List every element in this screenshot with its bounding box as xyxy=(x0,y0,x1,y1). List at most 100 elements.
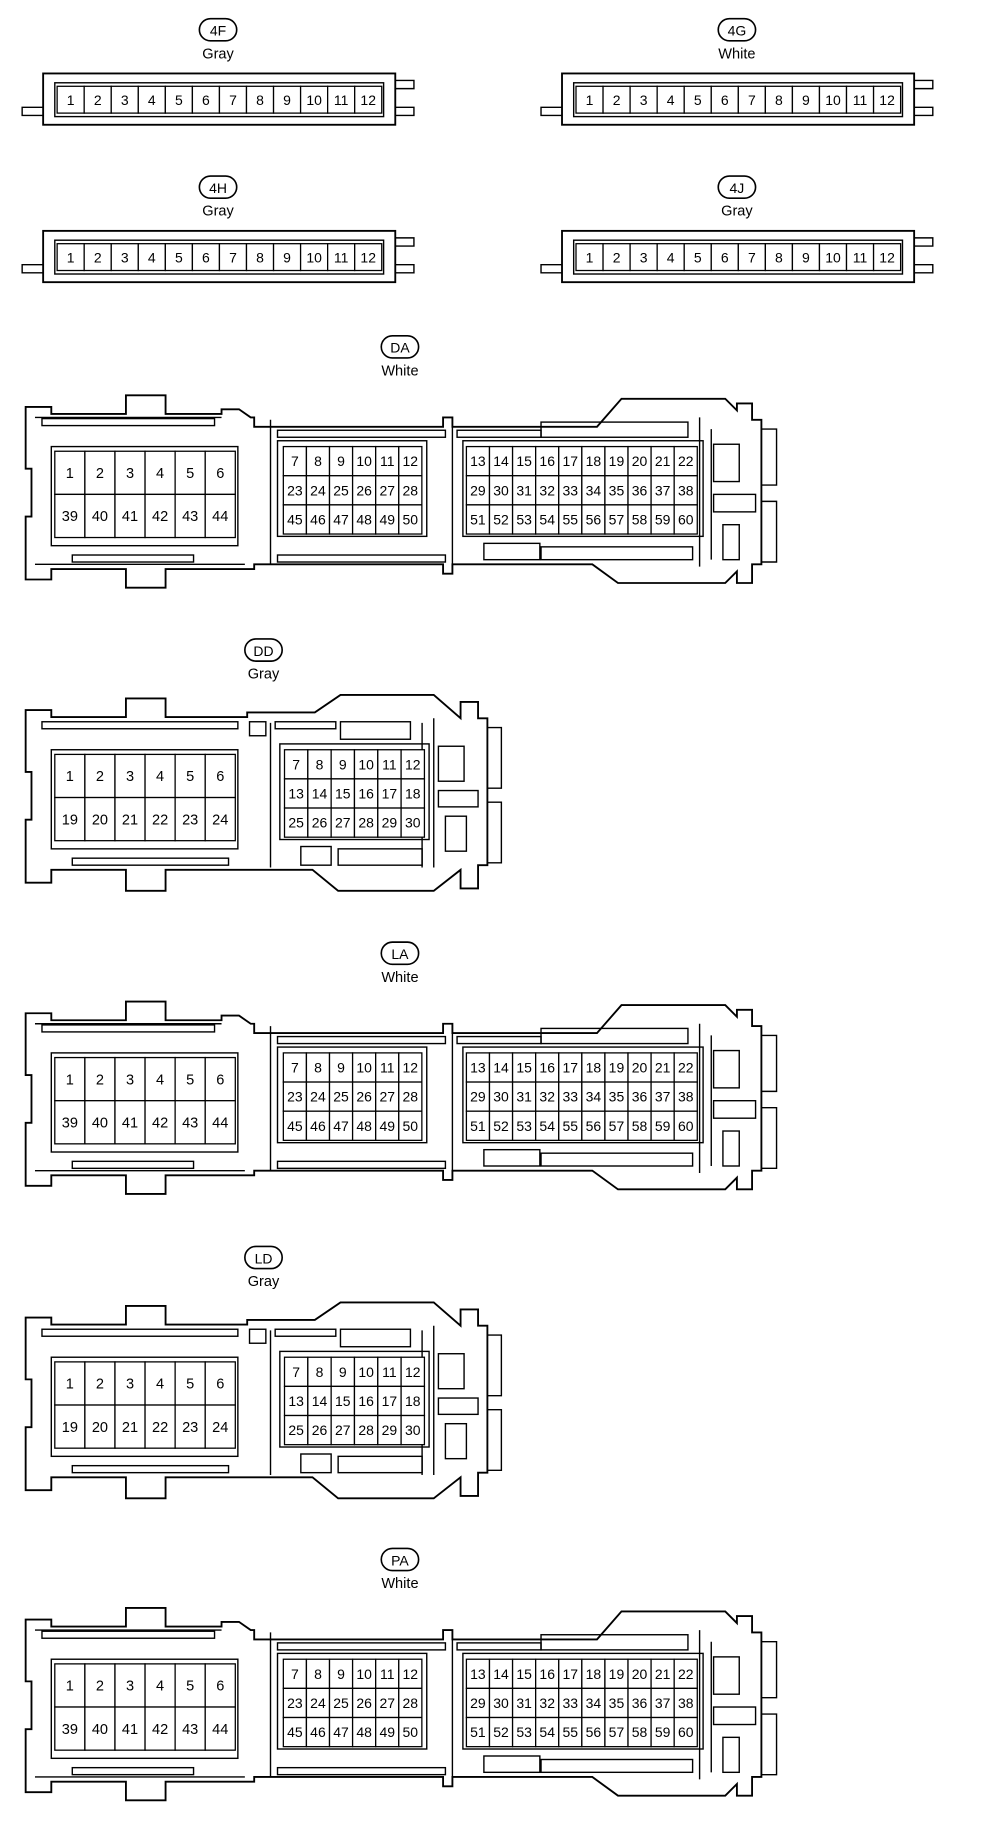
pin-number: 7 xyxy=(292,1364,300,1380)
pin-number: 9 xyxy=(802,249,810,265)
pin-cell xyxy=(114,1056,146,1102)
pin-number: 5 xyxy=(186,1377,194,1393)
pin-number: 38 xyxy=(678,482,694,498)
pin-number: 28 xyxy=(403,1089,419,1105)
pin-number: 48 xyxy=(356,1724,372,1740)
pin-cell xyxy=(710,85,739,114)
latch-slot xyxy=(300,845,332,866)
pin-number: 40 xyxy=(92,1722,108,1738)
latch-slot xyxy=(274,721,337,730)
pin-number: 21 xyxy=(655,453,671,469)
pin-number: 21 xyxy=(122,1420,138,1436)
latch-slot xyxy=(41,1328,239,1337)
connector-id: DD xyxy=(253,643,273,659)
pin-cell xyxy=(56,243,85,272)
pin-number: 12 xyxy=(403,453,419,469)
pin-number: 20 xyxy=(92,812,108,828)
pin-number: 3 xyxy=(640,249,648,265)
pin-number: 26 xyxy=(356,1089,372,1105)
pin-cell xyxy=(110,243,139,272)
pin-number: 11 xyxy=(334,249,349,265)
pin-number: 29 xyxy=(382,1422,398,1438)
pin-number: 1 xyxy=(66,1377,74,1393)
pin-number: 26 xyxy=(312,1422,328,1438)
pin-cell xyxy=(204,1706,236,1751)
pin-number: 58 xyxy=(632,1724,648,1740)
pin-number: 58 xyxy=(632,1118,648,1134)
pin-number: 20 xyxy=(632,1666,648,1682)
pin-number: 60 xyxy=(678,1118,694,1134)
pin-number: 13 xyxy=(470,1060,486,1076)
housing xyxy=(24,1301,489,1500)
pin-number: 6 xyxy=(721,249,729,265)
pin-cell xyxy=(204,1100,236,1145)
side-key xyxy=(437,1397,479,1416)
pin-cell xyxy=(83,243,112,272)
pin-number: 2 xyxy=(613,92,621,108)
pin-number: 22 xyxy=(152,1420,168,1436)
pin-number: 5 xyxy=(186,466,194,482)
side-key xyxy=(437,745,465,782)
pin-cell xyxy=(174,753,206,799)
pin-number: 16 xyxy=(358,786,374,802)
pin-number: 13 xyxy=(470,453,486,469)
pin-cell xyxy=(144,1056,176,1102)
pin-number: 11 xyxy=(380,1666,395,1682)
pin-cell xyxy=(845,243,875,272)
pin-number: 1 xyxy=(67,249,75,265)
latch-slot xyxy=(41,417,216,427)
cavity-frame xyxy=(50,1052,239,1153)
pin-number: 25 xyxy=(288,815,304,831)
pin-number: 46 xyxy=(310,1118,326,1134)
pin-number: 26 xyxy=(312,815,328,831)
latch-slot xyxy=(339,721,412,740)
latch-slot xyxy=(540,1758,694,1774)
pin-number: 29 xyxy=(470,1695,486,1711)
pin-number: 40 xyxy=(92,1116,108,1132)
pin-number: 1 xyxy=(66,466,74,482)
housing xyxy=(42,72,397,126)
pin-cell xyxy=(174,796,206,842)
pin-number: 42 xyxy=(152,509,168,525)
pin-number: 15 xyxy=(516,453,532,469)
latch-slot xyxy=(540,546,694,561)
side-key xyxy=(722,1736,740,1774)
pin-number: 9 xyxy=(337,453,345,469)
side-key xyxy=(722,524,740,561)
pin-cell xyxy=(656,85,685,114)
cavity-frame xyxy=(50,1356,239,1458)
pin-number: 30 xyxy=(405,815,421,831)
pin-number: 14 xyxy=(493,453,509,469)
pin-number: 12 xyxy=(360,249,376,265)
pin-cell xyxy=(144,753,176,799)
pin-number: 23 xyxy=(287,482,303,498)
pin-number: 60 xyxy=(678,511,694,527)
pin-cell xyxy=(84,1100,116,1145)
pin-number: 13 xyxy=(288,1393,304,1409)
pin-number: 1 xyxy=(586,249,594,265)
pin-number: 28 xyxy=(358,1422,374,1438)
pin-number: 22 xyxy=(678,453,694,469)
pin-number: 37 xyxy=(655,482,671,498)
pin-number: 8 xyxy=(314,1666,322,1682)
pin-number: 14 xyxy=(312,786,328,802)
pin-number: 13 xyxy=(288,786,304,802)
pin-cell xyxy=(54,493,86,539)
pin-number: 2 xyxy=(96,769,104,785)
inner-line xyxy=(34,1629,245,1778)
pin-cell xyxy=(114,450,146,496)
pin-number: 24 xyxy=(212,812,228,828)
latch-slot xyxy=(276,429,447,438)
pin-cell xyxy=(204,1404,236,1449)
pin-number: 47 xyxy=(333,1724,349,1740)
pin-number: 17 xyxy=(382,786,398,802)
pin-number: 7 xyxy=(291,1666,299,1682)
inner-frame xyxy=(572,82,904,118)
pin-number: 7 xyxy=(748,249,756,265)
pin-number: 34 xyxy=(586,482,602,498)
pin-number: 59 xyxy=(655,511,671,527)
